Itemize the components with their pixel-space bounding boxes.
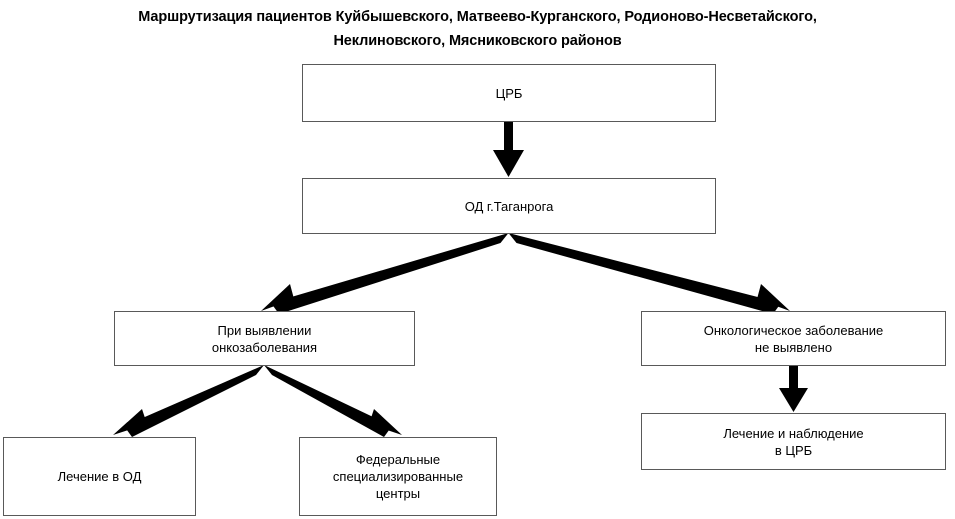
node-treatment-od[interactable]: Лечение в ОД [3,437,196,516]
node-federal-centers-label: Федеральные специализированные центры [332,452,464,501]
edge-onco-detected-to-federal-centers [264,365,402,437]
node-onco-not-detected[interactable]: Онкологическое заболевание не выявлено [641,311,946,366]
edge-onco-detected-to-treatment-od [113,365,264,437]
edge-onco-not-detected-to-treatment-crb [779,366,808,412]
node-onco-not-detected-label: Онкологическое заболевание не выявлено [703,322,884,355]
node-crb[interactable]: ЦРБ [302,64,716,122]
edge-od-to-onco-detected [261,233,509,314]
node-federal-centers[interactable]: Федеральные специализированные центры [299,437,497,516]
node-onco-detected[interactable]: При выявлении онкозаболевания [114,311,415,366]
node-treatment-crb-label: Лечение и наблюдение в ЦРБ [723,425,864,458]
edge-od-to-onco-not-detected [508,233,790,314]
edge-crb-to-od-taganrog [493,121,524,177]
diagram-title-line-1: Маршрутизация пациентов Куйбышевского, М… [138,9,817,25]
node-onco-detected-label: При выявлении онкозаболевания [211,322,318,355]
node-treatment-od-label: Лечение в ОД [57,469,142,484]
node-od-taganrog-label: ОД г.Таганрога [464,198,554,214]
node-crb-label: ЦРБ [495,85,523,101]
diagram-title: Маршрутизация пациентов Куйбышевского, М… [0,5,955,53]
diagram-title-line-2: Неклиновского, Мясниковского районов [333,33,622,49]
node-od-taganrog[interactable]: ОД г.Таганрога [302,178,716,234]
node-treatment-crb[interactable]: Лечение и наблюдение в ЦРБ [641,413,946,470]
